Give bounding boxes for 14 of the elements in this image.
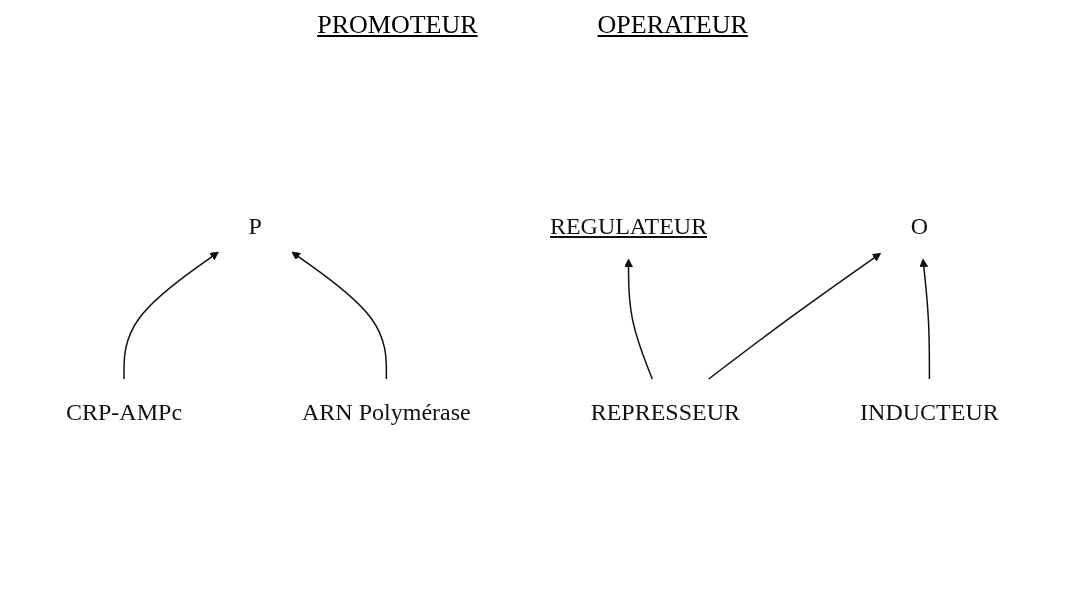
node-text: REGULATEUR [550, 213, 708, 239]
node-text: INDUCTEUR [860, 399, 999, 425]
node-text: P [248, 213, 262, 239]
node-text: O [910, 213, 929, 239]
heading-text: PROMOTEUR [317, 10, 478, 40]
arrow [624, 258, 654, 380]
node-text: ARN Polymérase [302, 399, 471, 425]
node-text: CRP-AMPc [66, 399, 183, 425]
arrow [123, 251, 220, 380]
arrow [708, 252, 882, 380]
arrow [291, 251, 388, 380]
arrow [919, 258, 931, 380]
node-text: REPRESSEUR [590, 399, 741, 425]
heading-text: OPERATEUR [597, 10, 748, 40]
